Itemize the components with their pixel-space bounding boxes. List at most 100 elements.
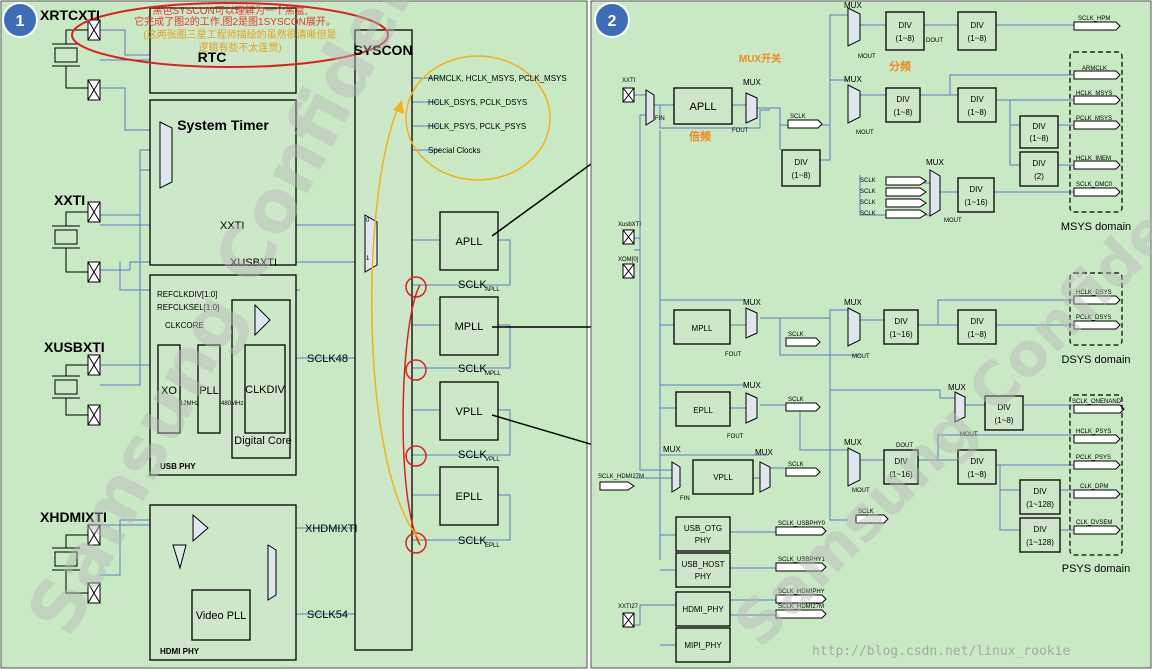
label-xusbxti: XUSBXTI	[44, 339, 105, 355]
label-rtc: RTC	[198, 49, 227, 65]
label-pclk-dsys: PCLK_DSYS	[1076, 315, 1111, 321]
label-div-a2m: DIV	[794, 158, 808, 167]
mux-apll	[745, 92, 758, 124]
label-fin-vpll: FIN	[680, 496, 690, 502]
clkdiv-block	[244, 344, 286, 434]
xo-block	[157, 344, 181, 434]
label-div-hclkm: DIV	[970, 95, 984, 104]
div-dpm-block	[1019, 479, 1061, 515]
label-hdmi-phy-2: HDMI_PHY	[682, 605, 724, 614]
mux-dsys	[847, 307, 861, 347]
label-output-special: Special Clocks	[428, 146, 480, 155]
label-div-hclkd-range: (1~16)	[889, 330, 913, 339]
hdmi-phy-block-2	[675, 591, 731, 627]
label-usb-host: USB_HOST	[681, 560, 724, 569]
label-div-pclkm: DIV	[1032, 122, 1046, 131]
label-mipi-phy: MIPI_PHY	[684, 641, 722, 650]
mux-epll	[745, 392, 758, 424]
label-sclk-apll-2: SCLK	[790, 114, 806, 120]
label-vpll-2: VPLL	[713, 473, 733, 482]
annotation-ellipse	[71, 2, 389, 68]
pad-sclk-hdmi27m	[599, 481, 635, 491]
label-div-dvsem: DIV	[1033, 525, 1047, 534]
label-apll-2: APLL	[690, 101, 717, 113]
label-sclk-mpll-sub: MPLL	[485, 371, 501, 377]
usb-otg-phy-block	[675, 516, 731, 552]
crystal-xusbxti	[52, 354, 101, 426]
mpll-block-2	[673, 309, 731, 345]
div-hclkp-block	[883, 449, 919, 485]
label-video-pll: Video PLL	[196, 610, 247, 622]
label-div-imem-range: (2)	[1034, 172, 1044, 181]
label-fin-pll: FIN	[655, 116, 665, 122]
label-div-dpm-range: (1~128)	[1026, 500, 1054, 509]
div-imem-block	[1019, 151, 1059, 187]
label-hclk-msys: HCLK_MSYS	[1076, 91, 1112, 97]
div-hclkm-block	[957, 87, 997, 123]
yellow-curve	[371, 107, 421, 541]
label-output-dsys: HCLK_DSYS, PCLK_DSYS	[428, 98, 527, 107]
label-div-flash-range: (1~8)	[995, 416, 1014, 425]
label-sclk-dmc0: SCLK_DMC0	[1076, 182, 1113, 188]
label-sclk-epll: SCLK	[458, 535, 487, 547]
label-apll-1: APLL	[456, 236, 483, 248]
label-fout-mpll: FOUT	[725, 352, 742, 358]
mux-flash	[954, 391, 966, 423]
syscon-block	[354, 29, 413, 651]
mux-msys	[847, 84, 861, 124]
label-mout-psys: MOUT	[852, 488, 870, 494]
vpll-block-2	[692, 459, 754, 495]
watermark-url: http://blog.csdn.net/linux_rookie	[812, 644, 1070, 659]
label-fout-apll: FOUT	[732, 128, 749, 134]
div-pclkp-block	[957, 449, 997, 485]
pad-xom	[622, 263, 635, 279]
sclk-tags	[775, 21, 1125, 619]
label-div-hclkp: DIV	[894, 457, 908, 466]
label-pll: PLL	[199, 385, 219, 397]
label-sclk54: SCLK54	[307, 609, 348, 621]
label-div-pclkp-range: (1~8)	[968, 470, 987, 479]
mux-mpll	[745, 307, 758, 339]
hdmi-buffer-1	[192, 513, 209, 543]
div-hclkd-block	[883, 309, 919, 345]
red-bracket	[402, 284, 421, 546]
label-div-apll: DIV	[896, 95, 910, 104]
label-mux-mpll: MUX	[743, 298, 761, 307]
label-psys-domain: PSYS domain	[1062, 563, 1130, 575]
label-div-dmc0-range: (1~16)	[964, 198, 988, 207]
pad-xusbxti	[622, 229, 635, 245]
div-pclkm-block	[1019, 115, 1059, 149]
label-dmc-input-2: SCLK	[860, 189, 876, 195]
usb-phy-buffer	[254, 303, 271, 337]
yellow-arrowhead	[393, 100, 404, 114]
crystal-xxti	[52, 201, 101, 283]
label-mout-dsys: MOUT	[852, 354, 870, 360]
label-armclk: ARMCLK	[1082, 66, 1107, 72]
hdmi-buffer-2	[172, 544, 187, 570]
crystal-xhdmixti	[52, 524, 101, 604]
label-div-hpm-range: (1~8)	[968, 34, 987, 43]
label-div-hpm: DIV	[970, 21, 984, 30]
vpll-block-1	[439, 381, 499, 441]
label-xom: XOM[0]	[618, 257, 639, 263]
label-usb-otg-phy: PHY	[695, 536, 712, 545]
pll-block	[197, 344, 221, 434]
label-output-psys: HCLK_PSYS, PCLK_PSYS	[428, 122, 526, 131]
label-mux-epll: MUX	[743, 381, 761, 390]
label-xhdmixti-wire: XHDMIXTI	[305, 523, 358, 535]
label-mux-vpll: MUX	[755, 448, 773, 457]
label-epll-1: EPLL	[456, 491, 483, 503]
epll-block-1	[439, 466, 499, 526]
label-vpll-1: VPLL	[456, 406, 483, 418]
label-div-apll-range: (1~8)	[894, 108, 913, 117]
mux-vpllsrc	[671, 461, 681, 493]
div-copy-block	[885, 11, 925, 51]
label-sclk-usbphy0: SCLK_USBPHY0	[778, 521, 826, 527]
label-dmc-input-3: SCLK	[860, 200, 876, 206]
annotation-line-3: (这两张图三星工程师描绘的虽然很清晰但是	[143, 28, 336, 41]
label-xo: XO	[161, 385, 177, 397]
label-mux-hpm: MUX	[844, 1, 862, 10]
label-syscon: SYSCON	[353, 42, 412, 58]
label-sclk-hpm: SCLK_HPM	[1078, 16, 1110, 22]
panel2-wires	[628, 14, 1074, 646]
